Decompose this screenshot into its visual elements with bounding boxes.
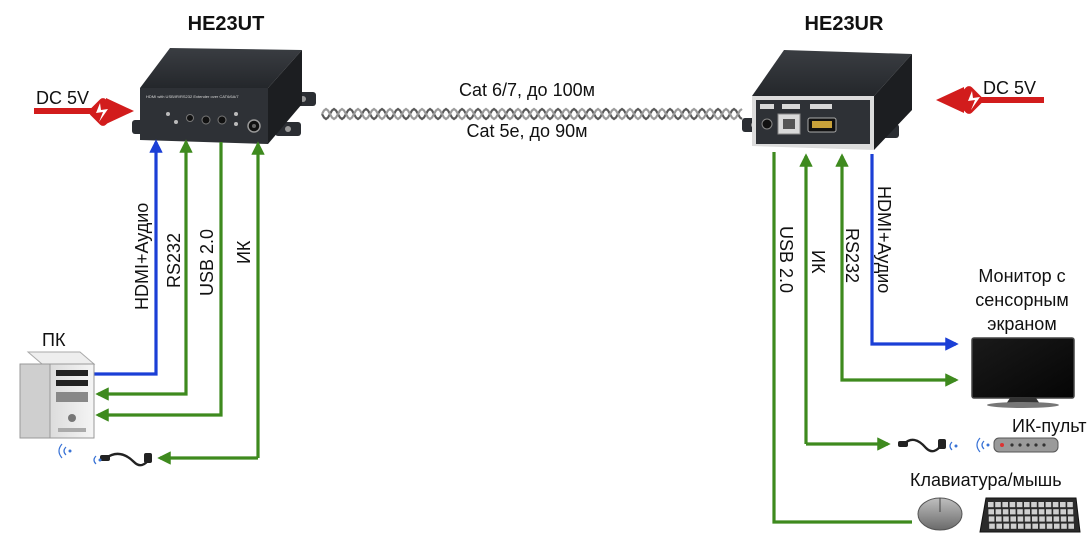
keyboard-key bbox=[1067, 502, 1073, 508]
cable-label-top: Cat 6/7, до 100м bbox=[459, 80, 595, 100]
keyboard-key bbox=[1045, 502, 1052, 508]
keyboard-key bbox=[1031, 509, 1038, 515]
wireless-signal-icon-right bbox=[949, 437, 990, 453]
keyboard-key bbox=[1061, 523, 1067, 529]
keyboard-key bbox=[1039, 523, 1046, 529]
keyboard-key bbox=[1060, 509, 1066, 515]
keyboard-key bbox=[1024, 516, 1031, 522]
label-rs232-right: RS232 bbox=[842, 228, 862, 283]
power-label-right: DC 5V bbox=[983, 78, 1036, 98]
keyboard-key bbox=[996, 523, 1002, 529]
keyboard-key bbox=[1031, 502, 1037, 508]
rs232-line-right bbox=[835, 153, 959, 387]
ir-receiver-icon-right bbox=[898, 438, 946, 453]
power-arrow-right bbox=[936, 86, 1044, 114]
keyboard-key bbox=[1039, 516, 1045, 522]
monitor-label-line3: экраном bbox=[987, 314, 1056, 334]
keyboard-key bbox=[1053, 509, 1059, 515]
keyboard-key bbox=[1024, 509, 1030, 515]
receiver-device bbox=[742, 50, 912, 150]
label-ir-left: ИК bbox=[234, 240, 254, 264]
keyboard-key bbox=[1046, 509, 1052, 515]
transmitter-device: HDMI with USB/IR/RS232 Extender over CAT… bbox=[132, 48, 316, 144]
hdmi-line-right bbox=[870, 154, 959, 351]
label-ir-right: ИК bbox=[808, 250, 828, 274]
keyboard-key bbox=[1060, 516, 1067, 522]
keyboard-key bbox=[1025, 523, 1031, 529]
keyboard-key bbox=[996, 516, 1002, 522]
wireless-signal-icon-left bbox=[58, 443, 102, 465]
touch-monitor-icon bbox=[971, 337, 1075, 408]
keyboard-key bbox=[1010, 523, 1017, 529]
keyboard-key bbox=[1067, 509, 1074, 515]
power-label-left: DC 5V bbox=[36, 88, 89, 108]
power-arrow-left bbox=[34, 98, 134, 126]
keyboard-key bbox=[988, 516, 995, 522]
keyboard-key bbox=[989, 523, 995, 529]
keyboard-mouse-label: Клавиатура/мышь bbox=[910, 470, 1062, 490]
pc-tower-icon bbox=[19, 351, 96, 439]
keyboard-key bbox=[1068, 523, 1074, 529]
keyboard-key bbox=[1046, 523, 1053, 529]
remote-label: ИК-пульт bbox=[1012, 416, 1087, 436]
ir-emitter-icon-left bbox=[100, 452, 152, 467]
label-usb-right: USB 2.0 bbox=[776, 226, 796, 293]
keyboard-key bbox=[1024, 502, 1030, 508]
keyboard-key bbox=[1003, 516, 1009, 522]
keyboard-key bbox=[1038, 502, 1044, 508]
keyboard-key bbox=[1003, 523, 1010, 529]
usb-line-right bbox=[772, 152, 912, 524]
pc-label: ПК bbox=[42, 330, 66, 350]
keyboard-key bbox=[995, 509, 1002, 515]
monitor-label-line2: сенсорным bbox=[975, 290, 1068, 310]
keyboard-key bbox=[1068, 516, 1074, 522]
transmitter-panel-text: HDMI with USB/IR/RS232 Extender over CAT… bbox=[146, 94, 239, 99]
usb-line-left bbox=[95, 142, 223, 422]
monitor-label-line1: Монитор с bbox=[978, 266, 1065, 286]
keyboard-key bbox=[1009, 502, 1016, 508]
keyboard-key bbox=[1054, 523, 1060, 529]
keyboard-key bbox=[988, 502, 994, 508]
label-rs232-left: RS232 bbox=[164, 233, 184, 288]
mouse-icon bbox=[917, 497, 963, 531]
keyboard-key bbox=[1016, 502, 1023, 508]
keyboard-key bbox=[1017, 516, 1024, 522]
cable-label-bottom: Cat 5e, до 90м bbox=[467, 121, 588, 141]
keyboard-key bbox=[1053, 516, 1060, 522]
label-hdmi-audio-right: HDMI+Аудио bbox=[874, 186, 894, 293]
keyboard-key bbox=[1010, 509, 1016, 515]
twisted-pair-cable bbox=[321, 107, 743, 121]
keyboard-key bbox=[1010, 516, 1016, 522]
receiver-title: HE23UR bbox=[805, 13, 884, 35]
keyboard-key bbox=[988, 509, 994, 515]
keyboard-key bbox=[1038, 509, 1045, 515]
keyboard-key bbox=[1060, 502, 1066, 508]
keyboard-icon bbox=[979, 497, 1081, 533]
ir-remote-icon bbox=[993, 437, 1059, 453]
keyboard-key bbox=[1002, 502, 1008, 508]
keyboard-key bbox=[1018, 523, 1024, 529]
keyboard-key bbox=[1002, 509, 1009, 515]
keyboard-key bbox=[1032, 523, 1038, 529]
label-hdmi-audio-left: HDMI+Аудио bbox=[132, 203, 152, 310]
transmitter-title: HE23UT bbox=[188, 13, 265, 35]
keyboard-key bbox=[1017, 509, 1023, 515]
keyboard-key bbox=[1046, 516, 1052, 522]
rs232-line-left bbox=[95, 139, 193, 401]
label-usb-left: USB 2.0 bbox=[197, 229, 217, 296]
keyboard-key bbox=[995, 502, 1001, 508]
keyboard-key bbox=[1032, 516, 1038, 522]
keyboard-key bbox=[1052, 502, 1059, 508]
